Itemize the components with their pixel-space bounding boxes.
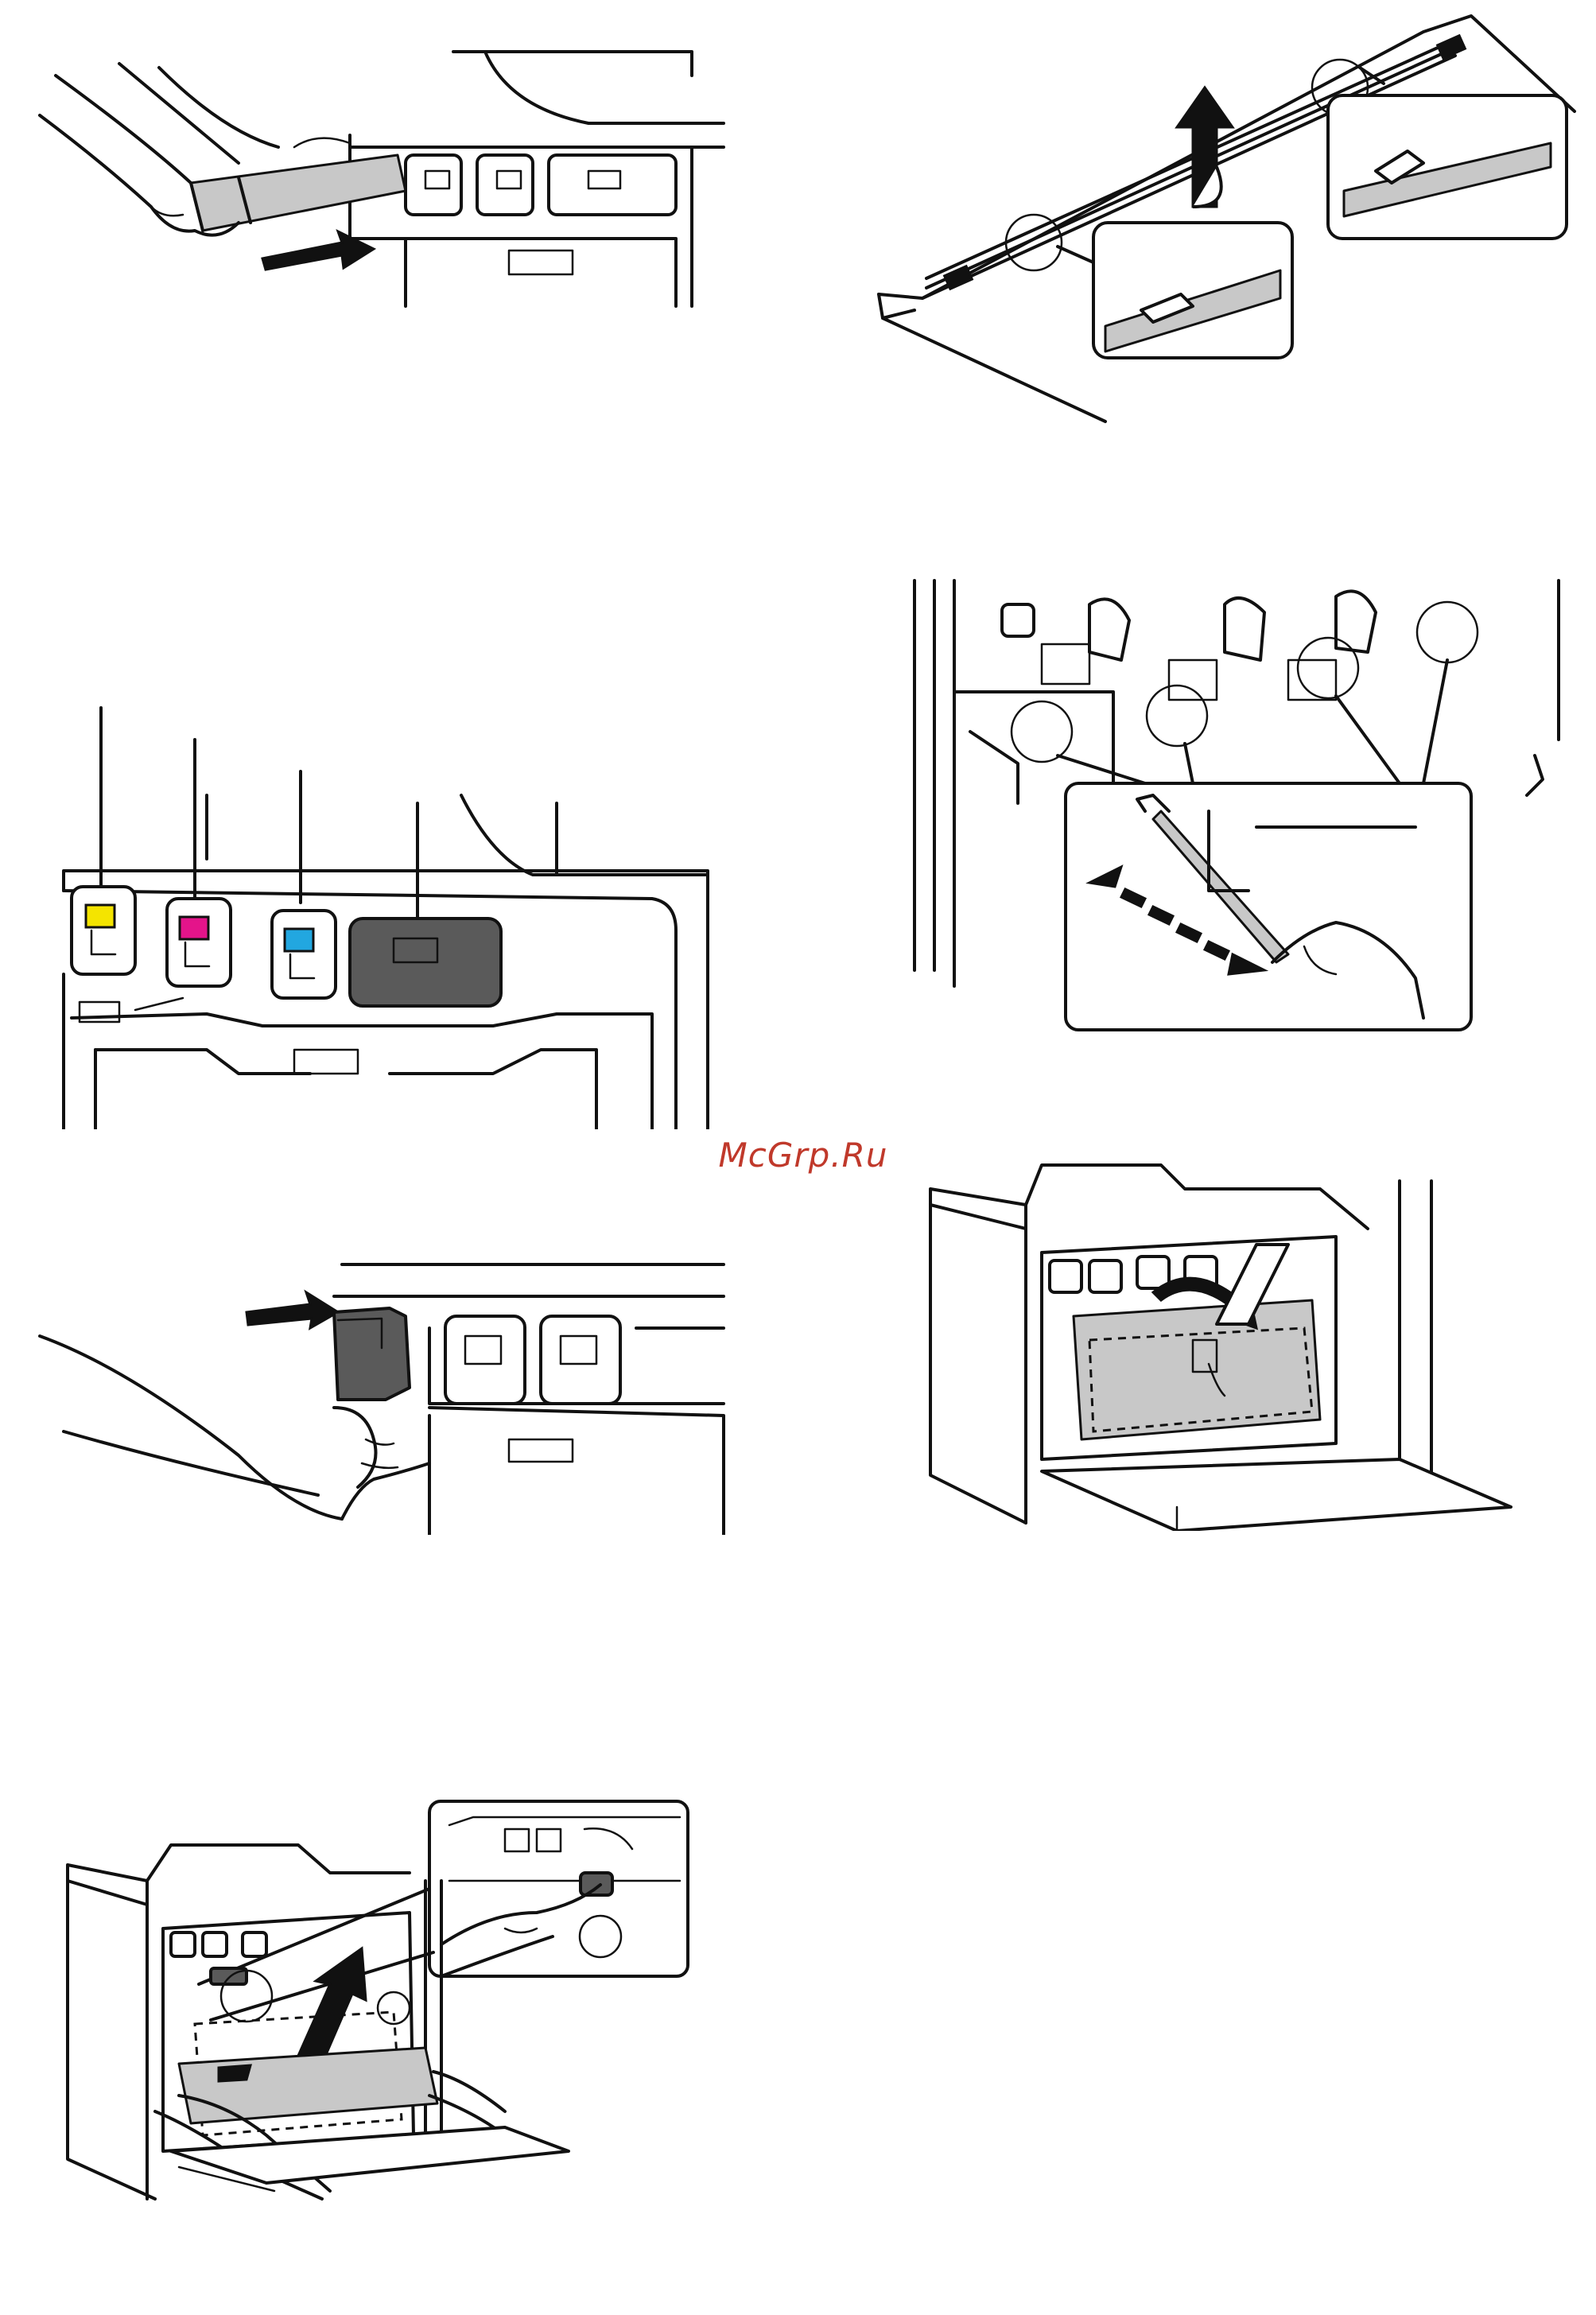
release-button [581,1873,612,1895]
cleaning-tool-illustration [907,573,1567,1042]
button-detail-inset [429,1801,688,1976]
yellow-marker [86,905,115,927]
figure-insert-toner-cartridge [32,44,732,326]
waste-toner-open-illustration [922,1157,1535,1531]
front-cover-open [171,2127,569,2183]
figure-toner-cartridge-slots [48,700,716,1129]
waste-toner-box [1074,1300,1320,1439]
front-cover-open [1042,1459,1511,1531]
figure-remove-waste-toner-box [60,1793,696,2207]
magenta-marker [180,917,208,939]
waste-toner-box [179,2048,437,2123]
insert-cartridge-illustration [32,44,732,326]
figure-push-cartridge-in [32,1249,732,1535]
slot-cyan [272,911,336,998]
arrow-up-icon [298,1948,366,2064]
toner-slots-illustration [48,700,716,1129]
cyan-marker [285,929,313,951]
figure-open-waste-toner-box [922,1157,1535,1531]
watermark-text: McGrp.Ru [708,1136,899,1175]
charger-cleaner-illustration [867,8,1582,437]
arrow-right-icon [247,1292,338,1328]
slot-magenta [167,899,231,986]
waste-toner-remove-illustration [60,1793,696,2207]
figure-remove-charger-cleaner [867,8,1582,437]
cleaning-inset [1066,783,1471,1030]
slot-yellow [72,887,135,974]
figure-clean-charger-with-tool [907,573,1567,1042]
push-cartridge-illustration [32,1249,732,1535]
